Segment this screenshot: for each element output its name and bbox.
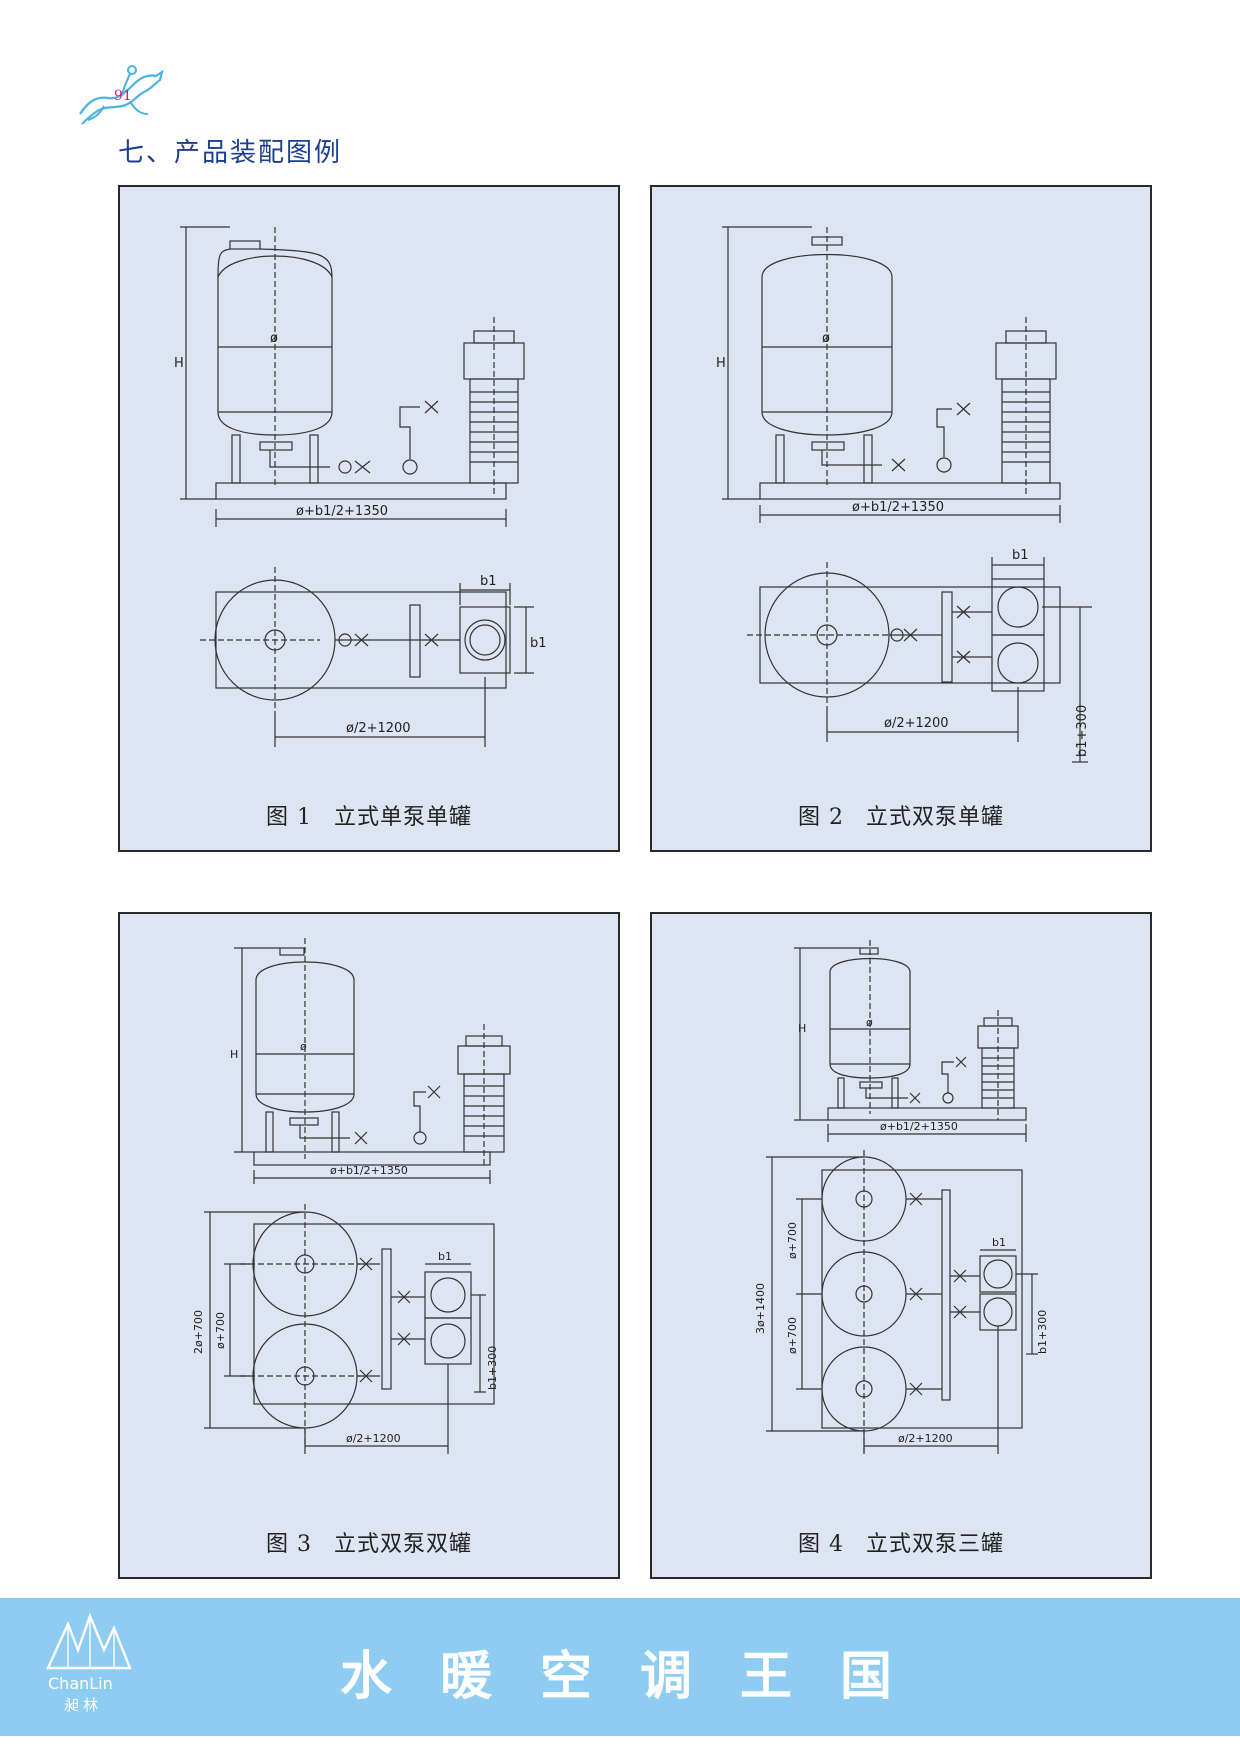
fig4-dim-height: H [798,1022,806,1035]
section-title: 七、产品装配图例 [118,138,343,168]
fig4-dim-span-inner-b: ø+700 [786,1317,799,1354]
fig3-dim-b1-side: b1+300 [486,1346,499,1390]
fig4-dim-b1-side: b1+300 [1036,1310,1049,1354]
figure-4-title: 立式双泵三罐 [865,1532,1004,1557]
fig1-dim-width: ø+b1/2+1350 [296,504,388,519]
fig1-dim-height: H [174,356,184,371]
mountain-logo-icon [46,1612,132,1670]
figure-1-title: 立式单泵单罐 [333,805,472,830]
fig2-dim-height: H [716,356,726,371]
figure-4-drawing: H ø ø+b1/2+1350 b1 b1+300 3ø+1400 ø+700 … [754,940,1049,1454]
fig1-dim-b1-top: b1 [480,574,497,589]
fig2-dim-offset: ø/2+1200 [884,716,949,731]
fig3-dim-height: H [230,1048,238,1061]
brand-name-chinese: 昶林 [64,1696,103,1714]
fig1-dim-b1-side: b1 [530,636,547,651]
fig1-dim-diameter: ø [270,331,278,346]
fig2-dim-b1-top: b1 [1012,548,1029,563]
fig1-dim-offset: ø/2+1200 [346,721,411,736]
fig3-dim-diameter: ø [300,1040,307,1053]
fig3-dim-offset: ø/2+1200 [346,1432,401,1445]
fig3-dim-b1-top: b1 [438,1250,452,1263]
figure-2-panel: H ø ø+b1/2+1350 b1 b1+300 ø/2+1200 图 2 立式… [650,185,1152,852]
fig4-dim-b1-top: b1 [992,1236,1006,1249]
fig4-dim-span-inner-a: ø+700 [786,1222,799,1259]
footer-band [0,1598,1240,1736]
figure-2-drawing: H ø ø+b1/2+1350 b1 b1+300 ø/2+1200 [716,226,1092,763]
figure-2-title: 立式双泵单罐 [865,805,1004,830]
figure-3-title: 立式双泵双罐 [333,1532,472,1557]
footer-slogan: 水暖空调王国 [340,1647,941,1707]
brand-name: ChanLin [48,1674,113,1693]
page-number: 91 [114,88,132,104]
fig4-dim-offset: ø/2+1200 [898,1432,953,1445]
figure-3-panel: H ø ø+b1/2+1350 b1 b1+300 2ø+700 ø+700 ø… [118,912,620,1579]
figure-3-label: 图 3 [265,1532,312,1557]
fig2-dim-width: ø+b1/2+1350 [852,500,944,515]
horse-logo-icon [79,65,164,125]
fig4-dim-diameter: ø [866,1016,873,1029]
fig3-dim-width: ø+b1/2+1350 [330,1164,408,1177]
fig2-dim-diameter: ø [822,331,830,346]
fig2-dim-b1-side: b1+300 [1075,705,1090,757]
figure-4-label: 图 4 [797,1532,844,1557]
fig3-dim-span-total: 2ø+700 [192,1310,205,1354]
figure-3-drawing: H ø ø+b1/2+1350 b1 b1+300 2ø+700 ø+700 ø… [192,938,511,1454]
fig3-dim-span-inner: ø+700 [214,1312,227,1349]
figure-1-drawing: H ø ø+b1/2+1350 b1 b1 ø/2+1200 [174,226,547,747]
fig4-dim-width: ø+b1/2+1350 [880,1120,958,1133]
figure-4-panel: H ø ø+b1/2+1350 b1 b1+300 3ø+1400 ø+700 … [650,912,1152,1579]
figure-4-caption: 图 4 立式双泵三罐 [652,1526,1150,1558]
figure-1-caption: 图 1 立式单泵单罐 [120,799,618,831]
figure-1-label: 图 1 [265,805,312,830]
figure-1-panel: H ø ø+b1/2+1350 b1 b1 ø/2+1200 图 1 立式单泵单罐 [118,185,620,852]
fig4-dim-span-total: 3ø+1400 [754,1283,767,1334]
figure-3-caption: 图 3 立式双泵双罐 [120,1526,618,1558]
figure-2-caption: 图 2 立式双泵单罐 [652,799,1150,831]
figure-2-label: 图 2 [797,805,844,830]
